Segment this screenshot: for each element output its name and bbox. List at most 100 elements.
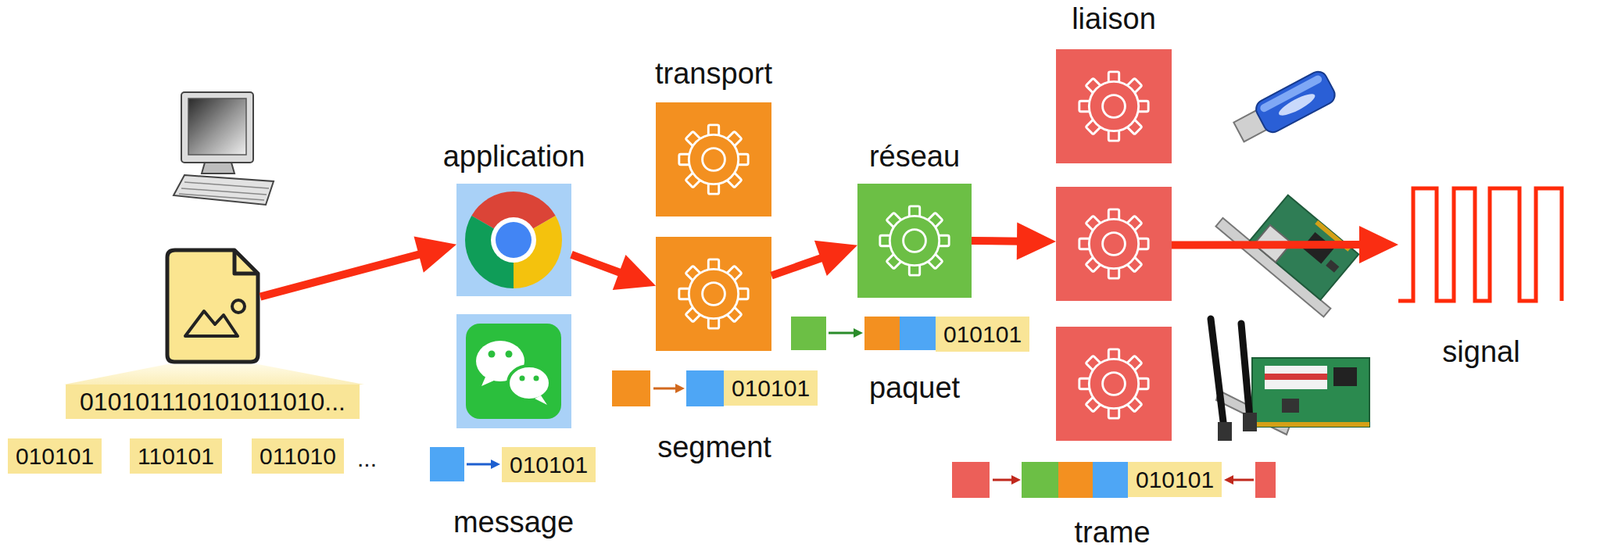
header-block — [1058, 461, 1093, 498]
application-box — [456, 183, 572, 297]
text-holder: réseau — [869, 139, 960, 173]
gear-icon — [1079, 349, 1149, 419]
arrow-shaft — [1171, 240, 1364, 249]
card-contacts — [1252, 422, 1370, 427]
card-chip — [1281, 398, 1300, 413]
text-holder: 110101 — [129, 438, 222, 474]
text-holder: 010101 — [7, 438, 102, 474]
gear-icon — [880, 206, 949, 276]
bit-chunk: 011010 — [251, 438, 344, 474]
flow-arrow — [771, 240, 858, 276]
payload-band: 010101 — [501, 447, 596, 483]
glyph-arrowhead — [490, 459, 501, 469]
header-block — [429, 447, 465, 482]
arrowhead — [1359, 225, 1399, 264]
square-wave — [1398, 188, 1562, 301]
antenna — [1241, 323, 1250, 419]
text-holder: 010101 — [723, 370, 818, 406]
trailer-block — [1255, 461, 1276, 498]
header-block — [864, 316, 900, 351]
file-fold — [234, 250, 258, 274]
wechat-tail — [534, 395, 548, 405]
antenna-base — [1217, 422, 1232, 441]
text-holder: application — [443, 139, 586, 173]
gear-icon — [679, 125, 749, 194]
text-holder: signal — [1442, 335, 1520, 369]
ellipsis: ... — [357, 440, 377, 477]
unit-label: message — [453, 505, 574, 539]
glyph-arrow — [466, 463, 493, 466]
link-box — [1055, 326, 1172, 441]
file-icon — [167, 250, 258, 362]
dongle-logo — [1276, 90, 1318, 120]
chrome-ring — [490, 217, 537, 263]
wechat-tile — [465, 323, 562, 419]
layer-node: application — [456, 183, 572, 297]
bit-stream: 010101110101011010... — [65, 384, 360, 419]
keyboard-keys — [181, 188, 267, 195]
link-box — [1055, 186, 1172, 301]
wechat-eye — [519, 375, 526, 382]
wechat-eye — [505, 350, 513, 358]
text-holder: 010101 — [1127, 461, 1222, 498]
header-block — [899, 316, 936, 351]
layer-node: réseau — [857, 183, 972, 298]
glyph-arrow — [828, 332, 856, 335]
link-box — [1055, 49, 1172, 164]
arrowhead — [414, 236, 457, 273]
image-mountains — [185, 311, 238, 337]
chrome-logo — [465, 191, 562, 289]
unit-label: trame — [1073, 515, 1150, 549]
bit-chunk: 010101 — [7, 438, 102, 474]
layer-heading: liaison — [1071, 2, 1157, 36]
arrowhead — [612, 254, 656, 290]
arrow-shaft — [971, 236, 1022, 246]
card-sticker — [1264, 365, 1328, 390]
card-chip — [1325, 259, 1339, 273]
wechat-tail — [481, 375, 496, 387]
text-holder: 010101110101011010... — [65, 384, 360, 419]
layer-heading: réseau — [869, 139, 960, 173]
layer-heading: application — [443, 139, 586, 173]
glyph-arrow — [992, 479, 1013, 482]
keyboard-keys — [178, 193, 265, 201]
arrowhead — [814, 240, 858, 276]
arrow-shaft — [571, 254, 624, 275]
header-block — [686, 370, 724, 407]
keyboard-keys — [184, 182, 269, 189]
wechat-eye — [488, 350, 496, 358]
text-holder: segment — [657, 430, 772, 464]
glyph-arrowhead — [853, 328, 863, 338]
antenna-base — [1242, 412, 1257, 432]
antenna — [1210, 318, 1225, 429]
text-holder: 010101 — [935, 316, 1030, 352]
payload-band: 010101 — [723, 370, 818, 406]
card-pcb — [1252, 357, 1370, 427]
monitor-screen — [188, 98, 247, 155]
layer-node: liaison — [1055, 186, 1172, 301]
wechat-eye — [533, 375, 540, 382]
payload-band: 010101 — [935, 316, 1030, 352]
gear-icon — [1079, 209, 1149, 279]
unit-label: paquet — [869, 371, 960, 405]
text-holder: 011010 — [251, 438, 344, 474]
header-block — [1092, 461, 1128, 498]
arrow-shaft — [771, 256, 826, 276]
network-box — [857, 183, 972, 298]
flow-arrow — [260, 236, 457, 297]
text-holder: message — [453, 505, 574, 539]
unit-label: segment — [657, 430, 772, 464]
monitor-stand — [201, 162, 235, 174]
text-holder: transport — [655, 57, 773, 90]
text-holder: liaison — [1071, 2, 1157, 36]
keyboard — [173, 175, 274, 205]
header-block — [791, 316, 827, 351]
gear-icon — [1079, 71, 1149, 141]
arrowhead — [1016, 222, 1056, 261]
header-block — [1021, 461, 1059, 498]
signal-heading: signal — [1442, 335, 1520, 369]
flow-arrow — [971, 222, 1056, 261]
